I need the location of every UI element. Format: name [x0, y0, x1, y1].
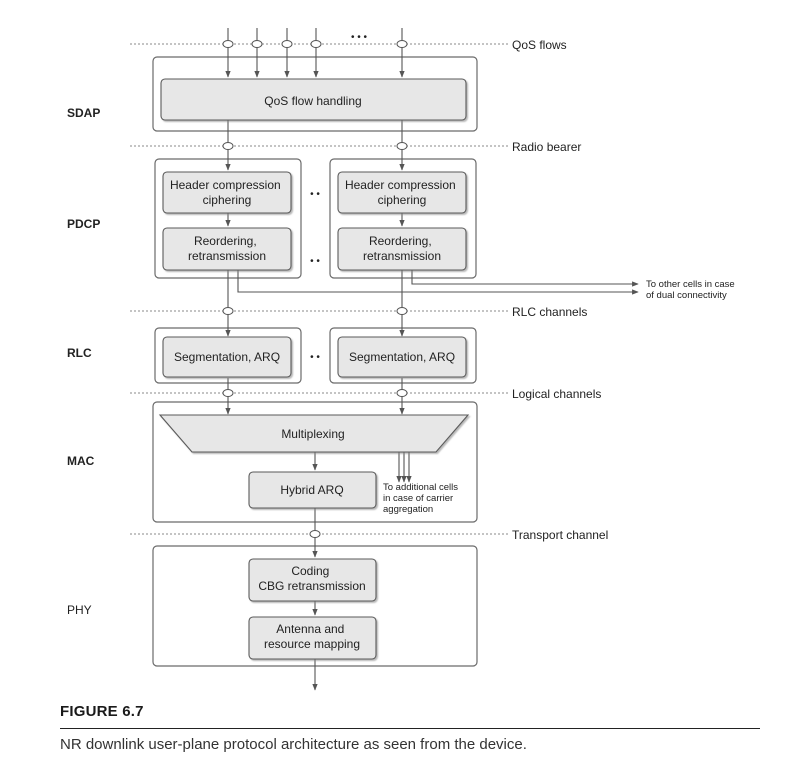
header-compression-label-left: Header compression ciphering [170, 178, 284, 207]
layer-label-mac: MAC [67, 454, 95, 468]
multiplexing-trapezoid [158, 414, 470, 453]
radio-bearer-node [396, 142, 408, 150]
qos-flow-handling-label: QoS flow handling [264, 94, 361, 108]
antenna-mapping-label: Antenna and resource mapping [264, 622, 360, 651]
coding-box [248, 558, 377, 602]
segmentation-box-left [162, 336, 292, 378]
radio-bearer-node [222, 142, 234, 150]
channel-label-radio-bearer: Radio bearer [512, 140, 581, 154]
multiplexing-label: Multiplexing [281, 427, 344, 441]
qos-flow-node [281, 40, 293, 48]
layer-label-pdcp: PDCP [67, 217, 100, 231]
logical-channel-node [396, 389, 408, 397]
segmentation-label-left: Segmentation, ARQ [174, 350, 280, 364]
segmentation-label-right: Segmentation, ARQ [349, 350, 455, 364]
header-compression-label-right: Header compression ciphering [345, 178, 459, 207]
rlc-channel-node [222, 307, 234, 315]
qos-flow-node [396, 40, 408, 48]
qos-flow-node [222, 40, 234, 48]
pdcp-pair-dots-top: • • [310, 189, 320, 200]
qos-flow-node [251, 40, 263, 48]
channel-label-qos-flows: QoS flows [512, 38, 567, 52]
coding-label: Coding CBG retransmission [258, 564, 365, 593]
channel-label-logical-channels: Logical channels [512, 387, 601, 401]
reordering-box-left [162, 227, 292, 271]
qos-flow-node [310, 40, 322, 48]
qos-flows-ellipsis: • • • [351, 32, 368, 43]
channel-label-rlc-channels: RLC channels [512, 305, 587, 319]
qos-flow-handling-box [160, 78, 467, 121]
antenna-mapping-box [248, 616, 377, 660]
reordering-box-right [337, 227, 467, 271]
transport-channel-node [309, 530, 321, 538]
reordering-label-right: Reordering, retransmission [363, 234, 441, 263]
figure-number: FIGURE 6.7 [60, 703, 144, 720]
channel-label-transport-channel: Transport channel [512, 528, 608, 542]
logical-channel-node [222, 389, 234, 397]
header-compression-box-right [337, 171, 467, 214]
layer-label-sdap: SDAP [67, 106, 100, 120]
layer-label-rlc: RLC [67, 346, 92, 360]
pdcp-pair-dots-bottom: • • [310, 256, 320, 267]
protocol-diagram: QoS flow handling Header compression cip… [67, 28, 737, 691]
rlc-pair-dots: • • [310, 352, 320, 363]
figure-caption-block: FIGURE 6.7 NR downlink user-plane protoc… [60, 703, 760, 753]
layer-label-phy: PHY [67, 603, 92, 617]
hybrid-arq-label: Hybrid ARQ [280, 483, 343, 497]
carrier-aggregation-note: To additional cells in case of carrier a… [383, 482, 461, 515]
header-compression-box-left [162, 171, 292, 214]
segmentation-box-right [337, 336, 467, 378]
rlc-channel-node [396, 307, 408, 315]
figure-caption: NR downlink user-plane protocol architec… [60, 736, 527, 753]
caption-divider [60, 728, 760, 729]
hybrid-arq-box [248, 471, 377, 509]
dual-connectivity-note: To other cells in case of dual connectiv… [646, 279, 737, 301]
reordering-label-left: Reordering, retransmission [188, 234, 266, 263]
